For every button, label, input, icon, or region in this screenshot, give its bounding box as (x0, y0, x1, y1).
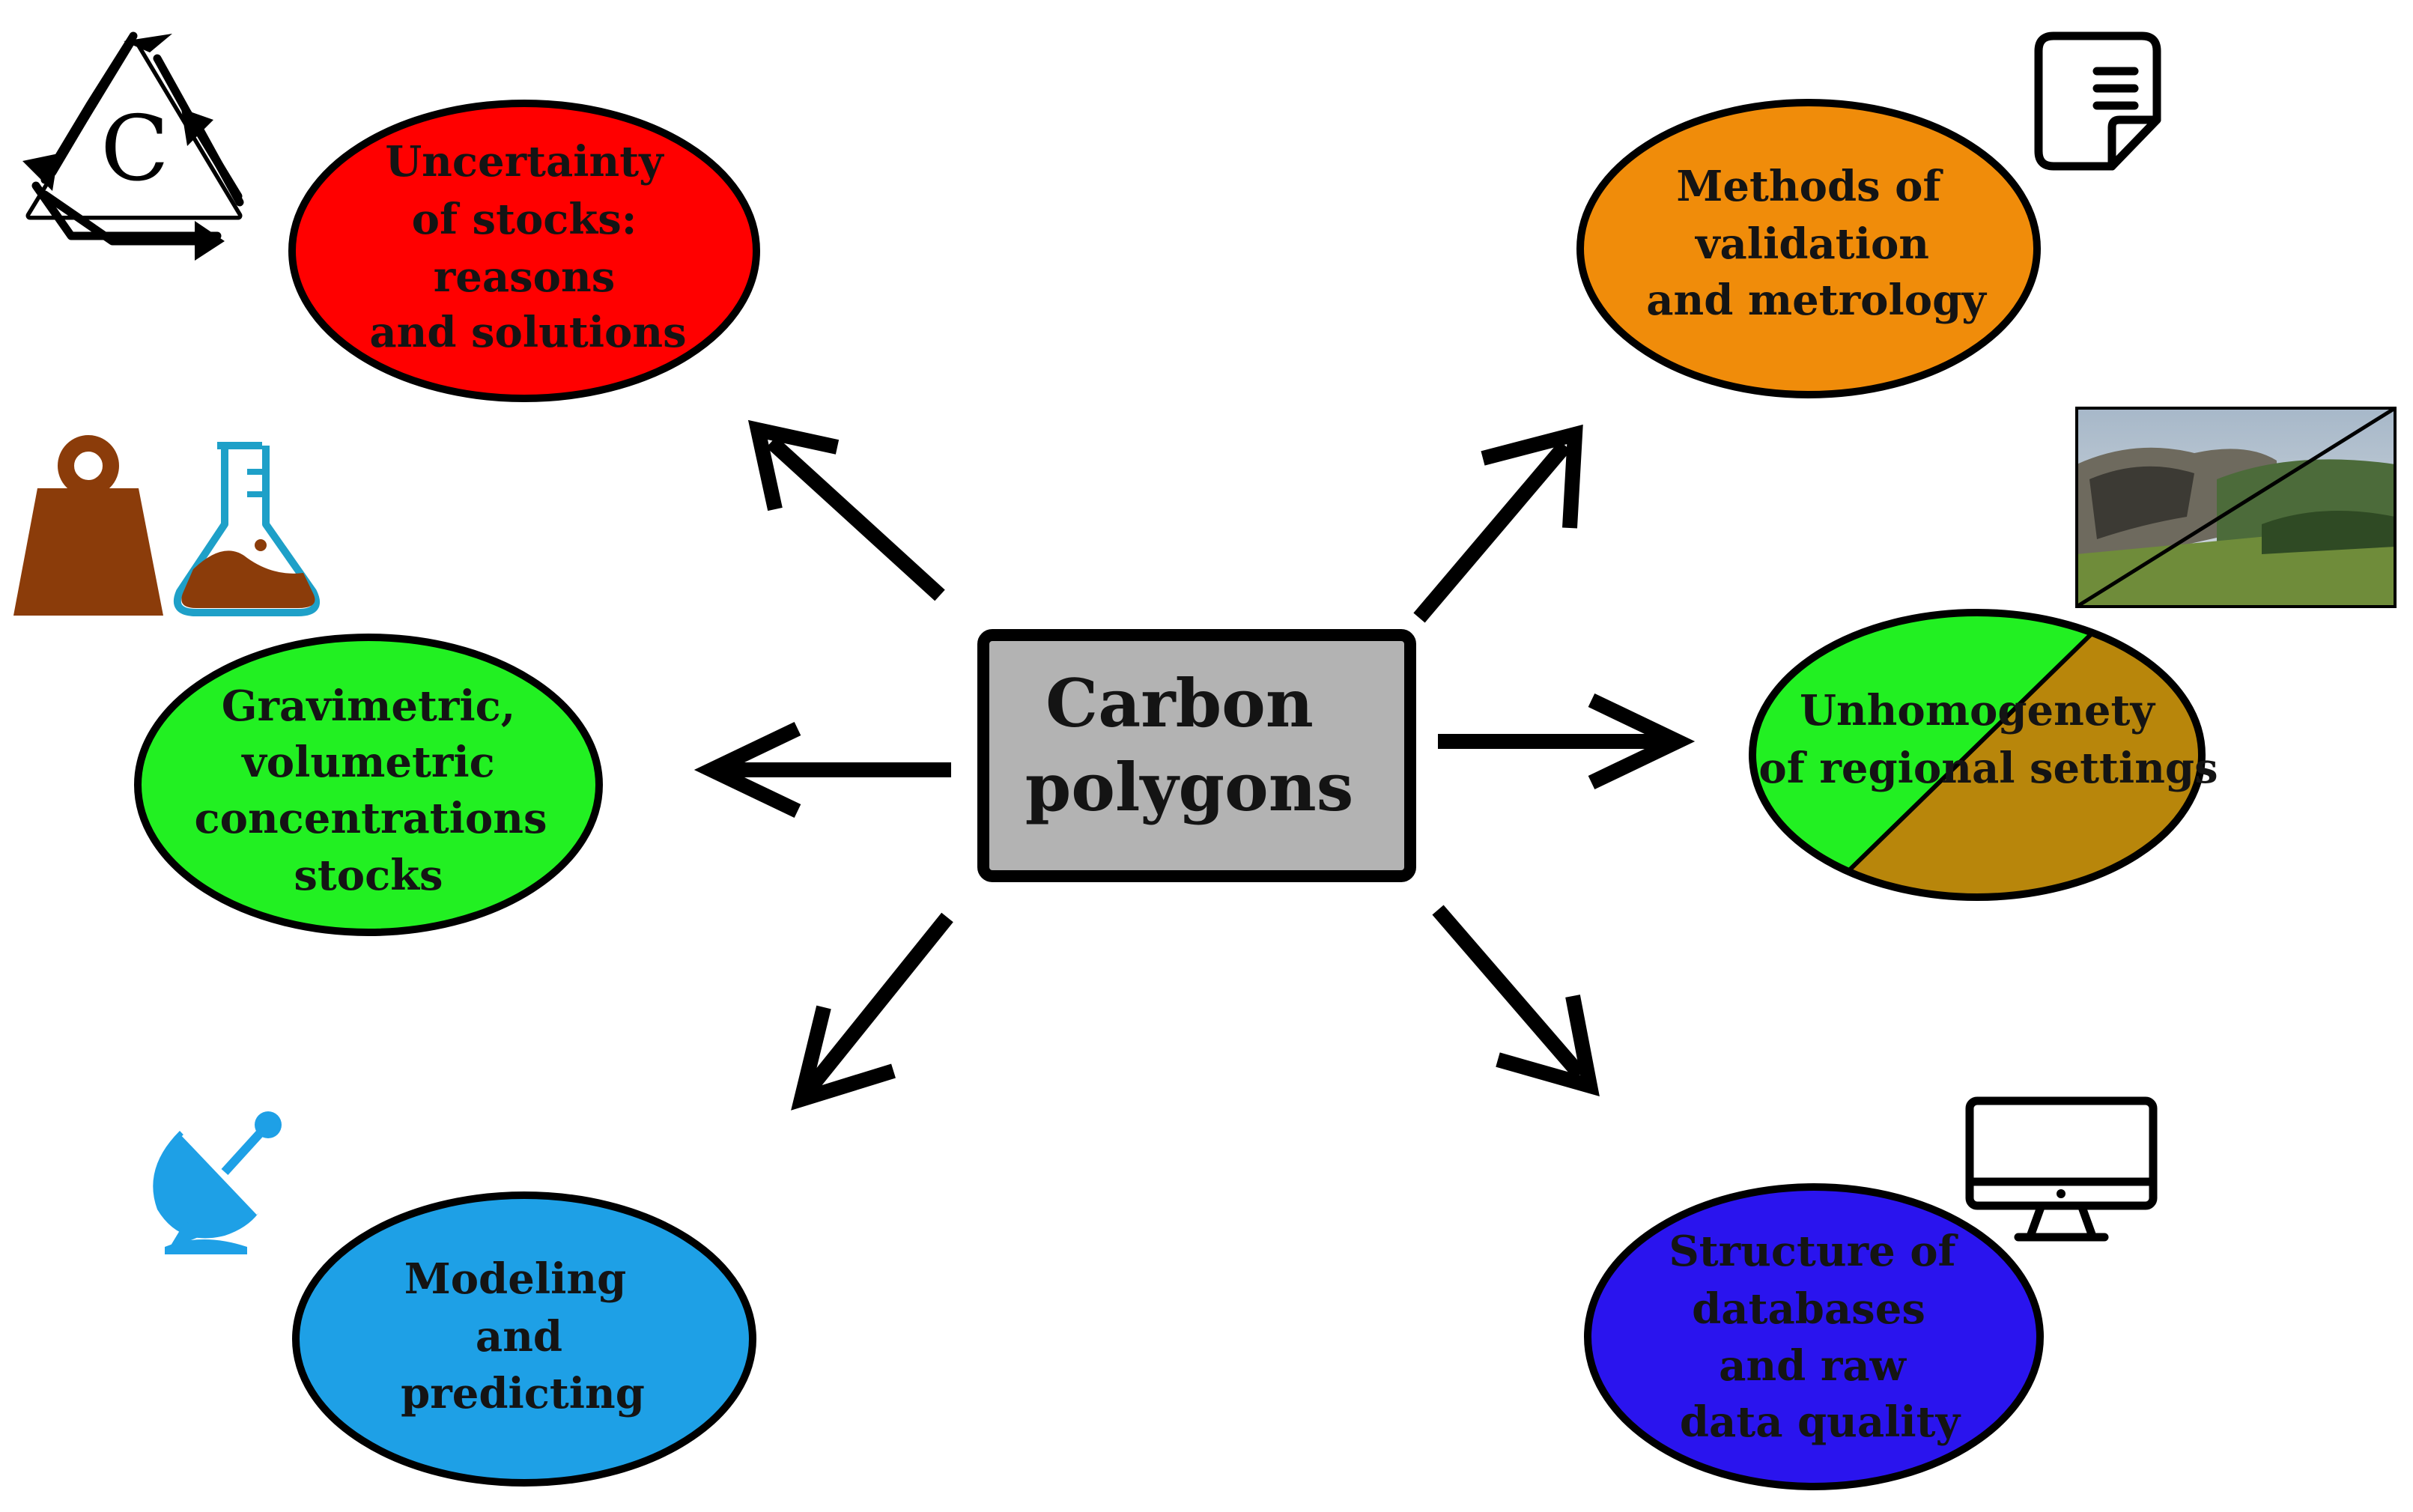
methods-ellipse (1576, 99, 2041, 398)
center-label-line-2: polygons (1025, 748, 1354, 826)
gravimetric-line-3: concentrations (195, 794, 547, 843)
recycle-carbon-icon: C (22, 31, 244, 261)
node-gravimetric: Gravimetric, volumetric concentrations s… (134, 634, 603, 936)
modeling-line-2: and (476, 1312, 562, 1361)
monitor-icon (1965, 1096, 2158, 1242)
arrow-to-uncertainty (747, 419, 945, 601)
arrow-to-structure (1432, 905, 1600, 1097)
modeling-ellipse (292, 1191, 756, 1487)
unhomogenety-ellipse (1749, 609, 2206, 901)
node-structure: Structure of databases and raw data qual… (1584, 1183, 2044, 1490)
gravimetric-line-2: volumetric (240, 738, 495, 787)
satellite-dish-icon (153, 1111, 282, 1254)
modeling-line-3: predicting (401, 1369, 645, 1418)
landscape-photo-icon (2075, 406, 2397, 609)
structure-line-4: data quality (1680, 1397, 1961, 1447)
unhomogenety-fill-green (1752, 613, 2119, 897)
node-unhomogenety: Unhomogenety of regional settings (1749, 609, 2218, 901)
structure-line-1: Structure of (1669, 1227, 1958, 1276)
center-box (977, 629, 1416, 882)
methods-line-2: validation (1694, 219, 1929, 269)
recycle-carbon-letter: C (100, 97, 169, 201)
center-label-line-1: Carbon (1045, 664, 1314, 742)
weight-and-flask-icon (13, 435, 320, 616)
structure-line-2: databases (1692, 1284, 1925, 1334)
node-methods: Methods of validation and metrology (1576, 99, 2041, 398)
methods-line-1: Methods of (1676, 162, 1943, 211)
gravimetric-line-1: Gravimetric, (222, 681, 516, 731)
uncertainty-line-4: and solutions (369, 308, 686, 357)
unhomogenety-line-1: Unhomogenety (1800, 686, 2155, 735)
gravimetric-line-4: stocks (294, 851, 443, 900)
uncertainty-ellipse (288, 100, 760, 402)
uncertainty-line-1: Uncertainty (385, 137, 664, 186)
unhomogenety-line-2: of regional settings (1758, 744, 2218, 793)
gravimetric-ellipse (134, 634, 603, 936)
center-node: Carbon polygons (977, 629, 1416, 882)
methods-line-3: and metrology (1646, 276, 1987, 325)
uncertainty-line-3: reasons (434, 252, 616, 302)
modeling-line-1: Modeling (404, 1254, 627, 1304)
node-modeling: Modeling and predicting (292, 1191, 756, 1487)
structure-ellipse (1584, 1183, 2044, 1490)
arrow-to-methods (1413, 424, 1583, 623)
node-uncertainty: Uncertainty of stocks: reasons and solut… (288, 100, 760, 402)
document-icon (2034, 31, 2161, 171)
uncertainty-line-2: of stocks: (412, 195, 637, 244)
arrow-to-unhomogenety (1438, 693, 1696, 790)
arrow-to-gravimetric (693, 721, 951, 819)
structure-line-3: and raw (1719, 1341, 1907, 1391)
arrow-to-modeling (791, 912, 953, 1111)
